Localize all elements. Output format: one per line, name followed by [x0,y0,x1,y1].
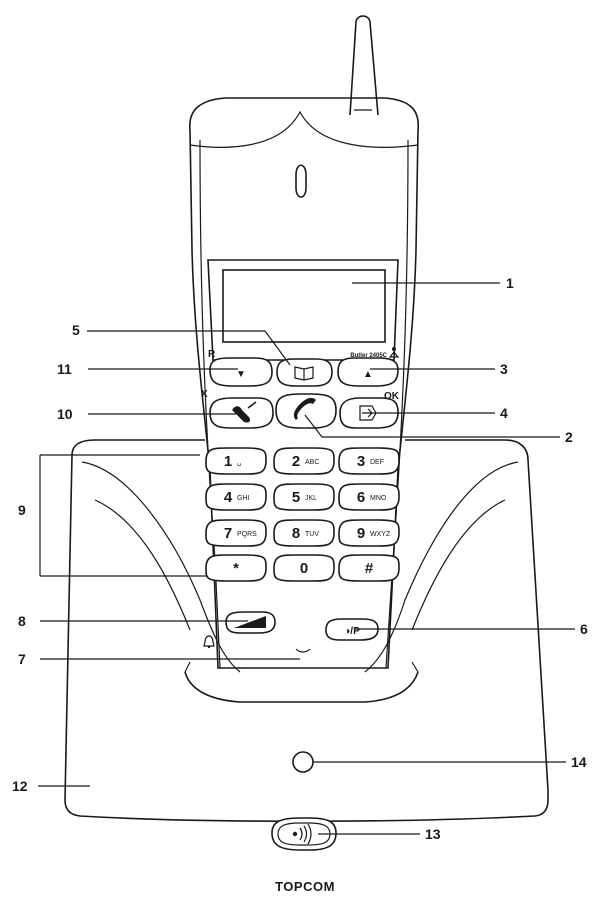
key-label: 9 [357,525,365,542]
key-letters: PQRS [237,531,257,538]
svg-text:◑/P: ◑/P [344,626,360,637]
key-9[interactable]: 9 WXYZ [338,519,400,547]
svg-text:11: 11 [57,361,72,377]
svg-text:10: 10 [57,406,73,422]
svg-text:13: 13 [425,826,441,842]
brand-logo: TOPCOM [275,879,335,894]
key-4[interactable]: 4 GHI [205,483,267,511]
svg-text:3: 3 [500,361,508,377]
label-ok: OK [384,391,400,402]
key-label: 8 [292,525,300,542]
key-label: * [233,560,239,577]
key-letters: GHI [237,495,250,502]
svg-text:4: 4 [500,405,508,421]
key-letters: ABC [305,459,319,466]
microphone [295,648,311,653]
svg-text:5: 5 [72,322,80,338]
svg-text:14: 14 [571,754,587,770]
label-x: X [201,389,208,400]
svg-text:1: 1 [506,275,514,291]
key-label: 4 [224,489,233,506]
label-r: R [208,349,216,360]
key-volume[interactable] [225,611,276,634]
key-label: 5 [292,489,300,506]
key-letters: JKL [305,495,317,502]
key-1[interactable]: 1␣ [205,447,267,475]
callouts: 1 5 11 3 10 4 2 9 8 6 7 14 [12,275,588,842]
key-label: 1 [224,453,232,470]
key-8[interactable]: 8 TUV [273,519,335,547]
key-label: # [365,560,374,577]
led-indicator [292,751,314,773]
key-letters: ␣ [237,459,241,466]
key-label: 7 [224,525,232,542]
key-letters: MNO [370,495,387,502]
key-letters: WXYZ [370,531,391,538]
key-phonebook[interactable] [276,358,333,387]
handsfree-icon [388,347,400,358]
key-label: 6 [357,489,365,506]
key-letters: DEF [370,459,384,466]
key-up[interactable]: ▲ [337,357,399,387]
key-2[interactable]: 2 ABC [273,447,335,475]
svg-text:7: 7 [18,651,26,667]
svg-text:12: 12 [12,778,28,794]
key-label: 0 [300,560,308,577]
svg-text:2: 2 [565,429,573,445]
key-3[interactable]: 3 DEF [338,447,400,475]
svg-text:9: 9 [18,502,26,518]
key-letters: TUV [305,531,319,538]
svg-text:▼: ▼ [236,369,246,380]
key-7[interactable]: 7 PQRS [205,519,267,547]
key-0[interactable]: 0 [273,554,335,582]
base-station [64,439,549,823]
svg-text:8: 8 [18,613,26,629]
key-label: 2 [292,453,300,470]
bell-icon [203,635,215,649]
key-5[interactable]: 5 JKL [273,483,335,511]
handset: Butler 2405C [189,15,419,669]
key-down[interactable]: ▼ [209,357,273,387]
svg-text:Butler 2405C: Butler 2405C [350,353,387,359]
key-star[interactable]: * [205,554,267,582]
key-hash[interactable]: # [338,554,400,582]
key-talk[interactable] [275,393,337,429]
svg-text:6: 6 [580,621,588,637]
paging-button[interactable] [271,817,337,851]
svg-text:▲: ▲ [363,369,373,380]
key-hangup[interactable] [209,397,274,429]
key-label: 3 [357,453,365,470]
key-6[interactable]: 6 MNO [338,483,400,511]
